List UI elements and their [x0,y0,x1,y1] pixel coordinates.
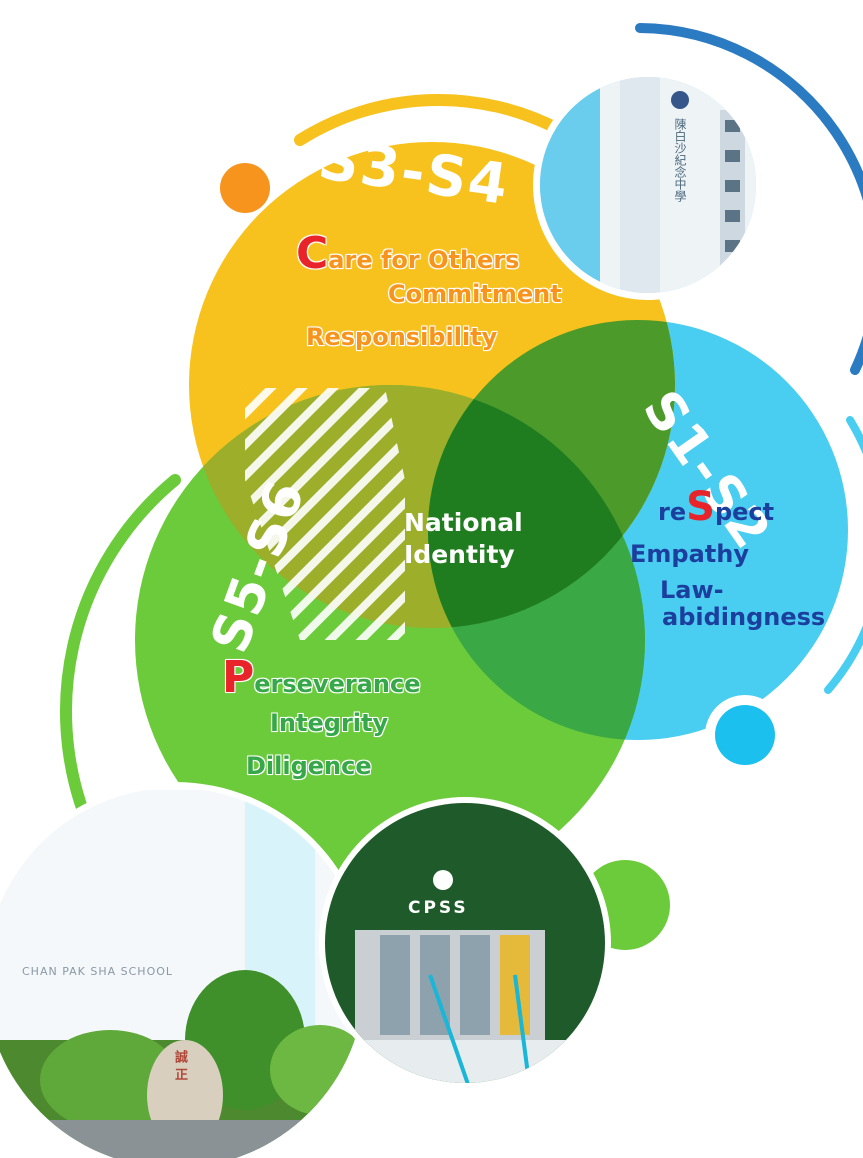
initial-p: P [222,652,255,703]
orange-dot [220,163,270,213]
value-care-rest: are for Others [328,246,520,274]
center-label-line1: National [404,508,523,537]
value-law: Law- [660,576,724,604]
value-perseverance: Perseverance [222,652,420,703]
building-sign: 陳白沙紀念中學 [673,118,687,202]
initial-c: C [296,228,329,279]
stripe-pattern-lower [245,480,405,640]
lightblue-arc-decoration [824,416,863,694]
value-respect: reSpect [658,484,774,530]
value-commitment: Commitment [388,280,562,308]
value-integrity: Integrity [270,709,389,737]
value-respect-rest: pect [714,498,775,526]
blue-arc-decoration [635,23,863,375]
rock-engraving: 誠 正 [172,1050,187,1081]
chan-pak-sha-wall-sign: CHAN PAK SHA SCHOOL [22,965,174,978]
value-responsibility: Responsibility [306,323,498,351]
building-photo-top [540,77,756,293]
green-arc-decoration [60,474,181,846]
value-diligence: Diligence [246,752,372,780]
value-respect-prefix: re [658,498,687,526]
value-perseverance-rest: erseverance [254,670,421,698]
initial-s: S [686,484,715,530]
yellow-arc-decoration [294,93,566,146]
value-care-for-others: Care for Others [296,228,519,279]
value-abidingness: abidingness [662,603,826,631]
cpss-sign: CPSS [408,898,469,918]
value-empathy: Empathy [630,540,749,568]
center-label-line2: Identity [404,540,515,569]
blue-dot [715,705,775,765]
stripe-pattern-upper [245,388,405,480]
